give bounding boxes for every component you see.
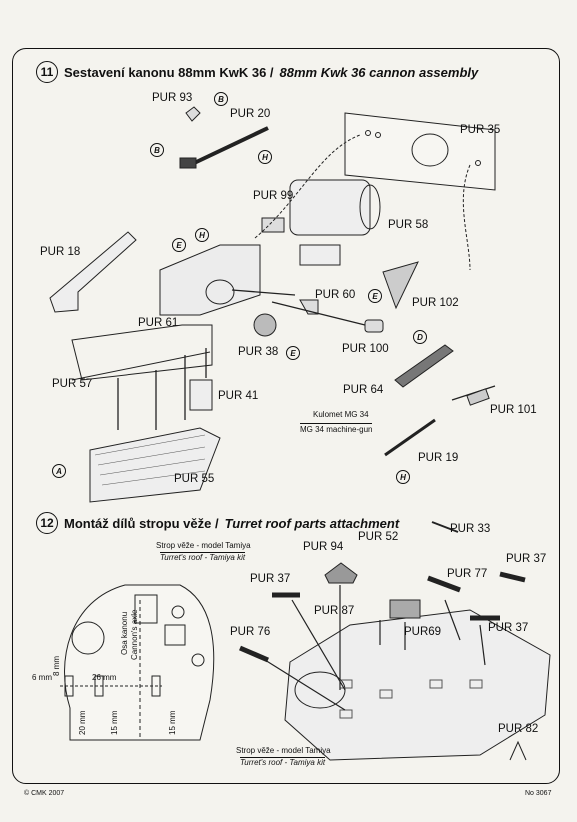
label-pur52: PUR 52 [358, 531, 399, 543]
step11-number: 11 [36, 61, 58, 83]
label-pur99: PUR 99 [253, 190, 294, 202]
callout-a: A [52, 464, 66, 478]
pur20-rod [189, 126, 269, 167]
callout-d: D [413, 330, 427, 344]
callout-e-pur60: E [368, 289, 382, 303]
label-pur87: PUR 87 [314, 605, 355, 617]
dim-6mm: 6 mm [32, 673, 52, 682]
label-mg34-en: MG 34 machine-gun [300, 423, 373, 434]
label-pur69: PUR69 [404, 626, 442, 638]
roof-top-label-en: Turret's roof - Tamiya kit [160, 552, 246, 562]
label-pur33: PUR 33 [450, 523, 491, 535]
label-pur77: PUR 77 [447, 568, 488, 580]
label-pur101: PUR 101 [490, 404, 537, 416]
pur57-cage [71, 324, 213, 381]
label-pur60: PUR 60 [315, 289, 356, 301]
step11-header: 11 Sestavení kanonu 88mm KwK 36 / 88mm K… [36, 61, 478, 83]
label-pur18: PUR 18 [40, 246, 81, 258]
label-pur20: PUR 20 [230, 108, 271, 120]
pur61-mantlet [159, 244, 261, 316]
pur94-hatch [324, 562, 358, 584]
label-pur35: PUR 35 [460, 124, 501, 136]
label-pur64: PUR 64 [343, 384, 384, 396]
step12-title-en: Turret roof parts attachment [224, 515, 400, 531]
label-pur82: PUR 82 [498, 723, 539, 735]
dim-26mm: 26 mm [92, 673, 117, 682]
roof-plan [64, 584, 215, 741]
label-pur38: PUR 38 [238, 346, 279, 358]
copyright-text: © CMK 2007 [24, 790, 65, 797]
label-pur55: PUR 55 [174, 473, 215, 485]
roof-top-label-cz: Strop věže - model Tamiya [156, 541, 251, 550]
label-pur102: PUR 102 [412, 297, 459, 309]
roof-perspective [284, 609, 551, 761]
step12-header: 12 Montáž dílů stropu věže / Turret roof… [36, 512, 399, 534]
mg34-gun [394, 344, 454, 388]
label-pur37-right: PUR 37 [506, 553, 547, 565]
callout-h-rod: H [258, 150, 272, 164]
pur99-cradle [289, 179, 371, 236]
pur35-plate [344, 112, 496, 191]
sheet-number: No 3067 [525, 790, 552, 797]
dim-15mm-right: 15 mm [168, 710, 177, 735]
callout-b-left: B [150, 143, 164, 157]
callout-h-mantlet: H [195, 228, 209, 242]
label-pur37-left: PUR 37 [250, 573, 291, 585]
dim-15mm-left: 15 mm [110, 710, 119, 735]
dim-20mm: 20 mm [78, 710, 87, 735]
label-pur37-lower: PUR 37 [488, 622, 529, 634]
callout-h-mg: H [396, 470, 410, 484]
callout-e-pur38: E [286, 346, 300, 360]
pur18-part [49, 231, 137, 313]
label-pur19: PUR 19 [418, 452, 459, 464]
label-mg34-cz: Kulomet MG 34 [313, 410, 369, 419]
callout-e-mantlet: E [172, 238, 186, 252]
roof-bottom-label-cz: Strop věže - model Tamiya [236, 746, 331, 755]
callout-b-top: B [214, 92, 228, 106]
step12-number: 12 [36, 512, 58, 534]
label-pur61: PUR 61 [138, 317, 179, 329]
instruction-frame [12, 48, 560, 784]
roof-bottom-label-en: Turret's roof - Tamiya kit [240, 757, 326, 767]
label-pur76: PUR 76 [230, 626, 271, 638]
label-pur41: PUR 41 [218, 390, 259, 402]
step11-title-en: 88mm Kwk 36 cannon assembly [279, 64, 479, 80]
step12-title-cz: Montáž dílů stropu věže / [64, 515, 219, 531]
axis-label-en: Cannon's axle [130, 609, 139, 660]
axis-label-cz: Osa kanonu [120, 611, 129, 655]
step11-title-cz: Sestavení kanonu 88mm KwK 36 / [64, 64, 274, 80]
pur55-basket [89, 427, 221, 503]
dim-8mm: 8 mm [52, 656, 61, 676]
label-pur94: PUR 94 [303, 541, 344, 553]
label-pur57: PUR 57 [52, 378, 93, 390]
label-pur58: PUR 58 [388, 219, 429, 231]
label-pur93: PUR 93 [152, 92, 193, 104]
label-pur100: PUR 100 [342, 343, 389, 355]
